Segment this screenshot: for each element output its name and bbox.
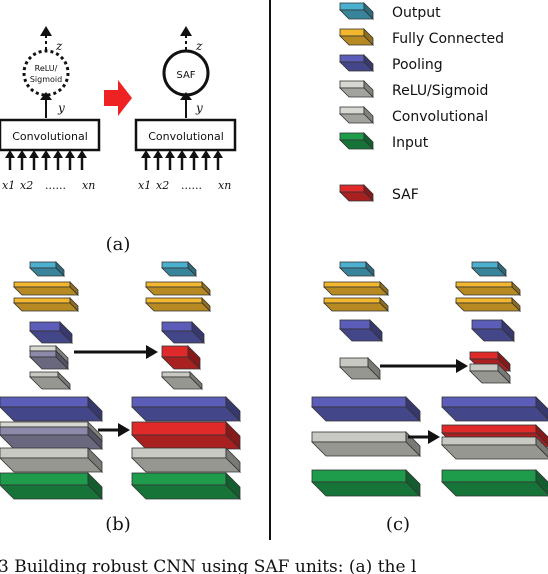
b-left-relu-small-body	[29, 350, 69, 370]
b-right-pool-big	[131, 396, 241, 422]
legend-label-4: Convolutional	[392, 109, 488, 125]
b-right-input	[131, 472, 241, 500]
b-left-fc1	[13, 281, 79, 296]
c-arrow-small	[380, 359, 468, 373]
b-right-saf-small	[161, 345, 201, 370]
legend-swatch-3	[339, 80, 374, 98]
input-arrows-right	[141, 150, 223, 170]
b-left-conv-small	[29, 371, 71, 390]
caption-c: (c)	[386, 514, 410, 535]
b-right-saf-big	[131, 421, 241, 450]
b-left-pool-small	[29, 321, 73, 344]
conv-label-left: Convolutional	[12, 130, 88, 143]
transform-arrow	[104, 80, 132, 116]
b-right-fc1	[145, 281, 211, 296]
c-right-conv-big	[441, 436, 548, 460]
input-xn-left: xn	[82, 179, 95, 192]
panel-b	[0, 261, 241, 500]
caption-b: (b)	[105, 514, 131, 535]
activation-label-2: Sigmoid	[30, 75, 62, 84]
b-arrow-big	[98, 423, 130, 437]
activation-label-1: ReLU/	[35, 64, 58, 73]
b-left-relu-big-body	[0, 426, 103, 450]
panel-a-right-z: z	[195, 39, 203, 53]
b-right-output	[161, 261, 197, 277]
panel-c	[311, 261, 548, 497]
b-left-conv-big	[0, 447, 103, 473]
legend-swatch-1	[339, 28, 374, 46]
b-left-output	[29, 261, 65, 277]
legend-label-3: ReLU/Sigmoid	[392, 83, 488, 99]
b-right-pool-small	[161, 321, 205, 344]
saf-label: SAF	[176, 70, 195, 81]
figure-caption-partial: 3 Building robust CNN using SAF units: (…	[0, 557, 416, 574]
c-left-fc1	[323, 281, 389, 296]
legend-label-2: Pooling	[392, 57, 443, 73]
input-x2-right: x2	[156, 179, 169, 192]
legend-label-5: Input	[392, 135, 429, 151]
legend-swatch-0	[339, 2, 374, 20]
legend-swatch-2	[339, 54, 374, 72]
c-right-output	[471, 261, 507, 277]
panel-a-left: z ReLU/ Sigmoid y Convolutional x1 x2 ..…	[0, 26, 101, 192]
panel-a-right: z SAF y Convolutional x1 x2 ...... xn	[134, 26, 237, 192]
legend-label-6: SAF	[392, 187, 419, 203]
b-left-fc2	[13, 297, 79, 312]
input-dots-left: ......	[45, 179, 66, 192]
c-right-conv-small	[469, 363, 511, 384]
legend-label-1: Fully Connected	[392, 31, 504, 47]
c-left-pool-small	[339, 319, 383, 342]
input-dots-right: ......	[181, 179, 202, 192]
panel-a-right-y: y	[195, 101, 203, 115]
conv-box-left	[0, 118, 101, 152]
c-left-fc2	[323, 297, 389, 312]
b-right-fc2	[145, 297, 211, 312]
b-left-pool-big	[0, 396, 103, 422]
c-right-fc2	[455, 297, 521, 312]
panel-a-left-y: y	[57, 101, 65, 115]
input-xn-right: xn	[218, 179, 231, 192]
caption-a: (a)	[106, 234, 131, 255]
b-right-conv-small	[161, 371, 203, 390]
legend-swatch-6	[339, 184, 374, 202]
input-arrows-left	[5, 150, 87, 170]
c-left-input	[311, 469, 421, 497]
c-right-pool-small	[471, 319, 515, 342]
legend-swatch-5	[339, 132, 374, 150]
b-right-conv-big	[131, 447, 241, 473]
legend-label-0: Output	[392, 5, 441, 21]
c-right-input	[441, 469, 548, 497]
c-left-output	[339, 261, 375, 277]
input-x1-right: x1	[138, 179, 151, 192]
activation-node	[22, 49, 70, 97]
c-right-pool-big	[441, 396, 548, 422]
c-left-pool-big	[311, 396, 421, 422]
c-left-conv-small	[339, 357, 381, 380]
input-x1-left: x1	[2, 179, 15, 192]
c-arrow-big	[408, 430, 440, 444]
conv-label-right: Convolutional	[148, 130, 224, 143]
c-right-fc1	[455, 281, 521, 296]
conv-box-right	[134, 118, 237, 152]
input-x2-left: x2	[20, 179, 33, 192]
b-arrow-small	[74, 345, 158, 359]
panel-a-left-z: z	[55, 39, 63, 53]
b-left-input	[0, 472, 103, 500]
c-left-conv-big	[311, 431, 421, 457]
legend-swatch-4	[339, 106, 374, 124]
